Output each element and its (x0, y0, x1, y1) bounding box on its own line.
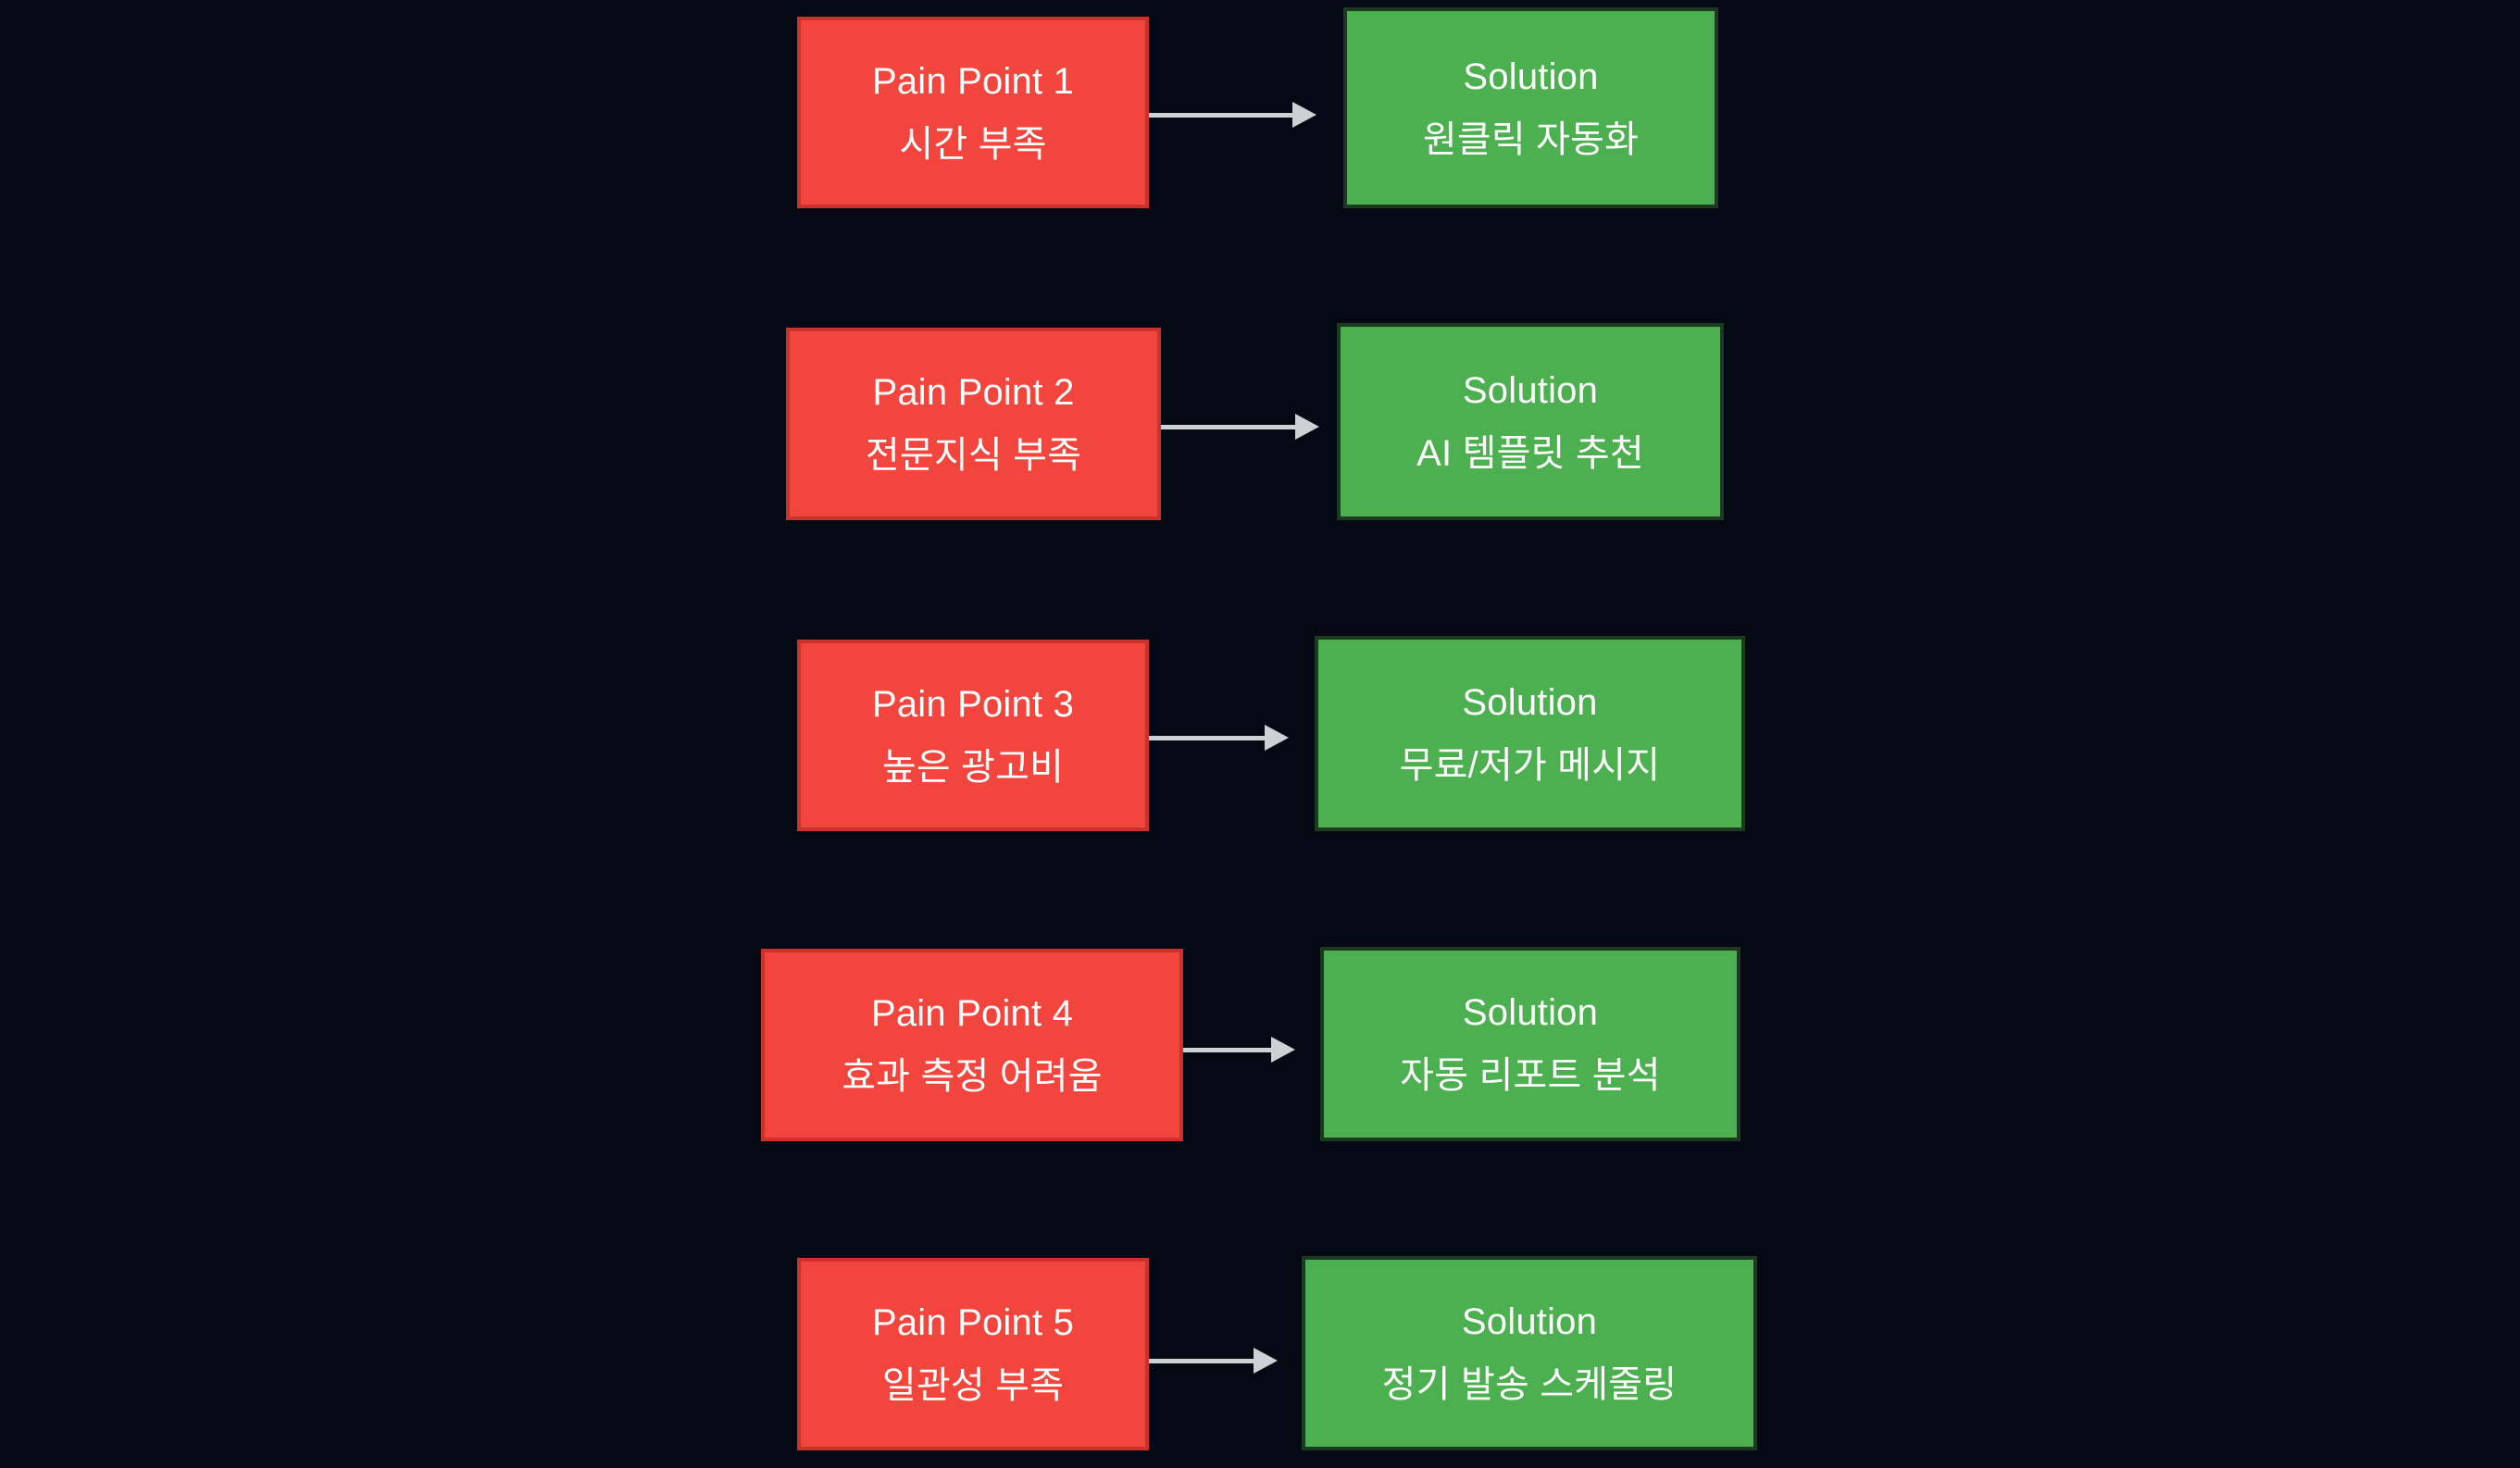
arrow-line (1183, 1048, 1272, 1052)
arrow-head-icon (1265, 725, 1289, 751)
pain-point-title: Pain Point 3 (871, 683, 1075, 725)
arrow-line (1149, 736, 1266, 740)
solution-node-4[interactable]: Solution 자동 리포트 분석 (1320, 947, 1740, 1141)
arrow-line (1161, 425, 1296, 429)
arrow-head-icon (1254, 1348, 1278, 1374)
arrow-head-icon (1271, 1037, 1295, 1063)
arrow-line (1149, 113, 1293, 118)
pain-point-description: 전문지식 부족 (865, 435, 1082, 476)
solution-title: Solution (1462, 369, 1599, 411)
pain-point-description: 효과 측정 어려움 (842, 1056, 1103, 1097)
solution-node-3[interactable]: Solution 무료/저가 메시지 (1315, 636, 1745, 831)
arrow-head-icon (1295, 414, 1319, 440)
pain-point-node-3[interactable]: Pain Point 3 높은 광고비 (797, 640, 1149, 831)
pain-point-title: Pain Point 2 (872, 372, 1075, 413)
solution-title: Solution (1463, 56, 1599, 97)
solution-description: 정기 발송 스케줄링 (1381, 1364, 1678, 1405)
solution-node-1[interactable]: Solution 원클릭 자동화 (1343, 7, 1718, 208)
pain-point-description: 높은 광고비 (881, 746, 1065, 788)
solution-title: Solution (1462, 681, 1598, 723)
pain-point-title: Pain Point 5 (871, 1302, 1075, 1343)
pain-point-node-2[interactable]: Pain Point 2 전문지식 부족 (786, 328, 1161, 520)
pain-point-description: 시간 부족 (899, 123, 1047, 165)
pain-point-description: 일관성 부족 (881, 1365, 1065, 1406)
pain-point-title: Pain Point 4 (870, 993, 1074, 1034)
pain-point-node-1[interactable]: Pain Point 1 시간 부족 (797, 17, 1149, 208)
solution-title: Solution (1462, 992, 1599, 1033)
arrow-head-icon (1292, 102, 1316, 128)
solution-description: 무료/저가 메시지 (1399, 744, 1661, 786)
solution-node-2[interactable]: Solution AI 템플릿 추천 (1337, 323, 1724, 520)
solution-description: 자동 리포트 분석 (1400, 1055, 1661, 1096)
solution-title: Solution (1461, 1301, 1598, 1342)
pain-point-node-4[interactable]: Pain Point 4 효과 측정 어려움 (761, 949, 1183, 1141)
pain-point-node-5[interactable]: Pain Point 5 일관성 부족 (797, 1258, 1149, 1450)
arrow-line (1149, 1359, 1254, 1363)
solution-node-5[interactable]: Solution 정기 발송 스케줄링 (1302, 1256, 1757, 1450)
solution-description: 원클릭 자동화 (1422, 118, 1640, 160)
pain-point-title: Pain Point 1 (871, 60, 1075, 102)
solution-description: AI 템플릿 추천 (1416, 432, 1644, 474)
